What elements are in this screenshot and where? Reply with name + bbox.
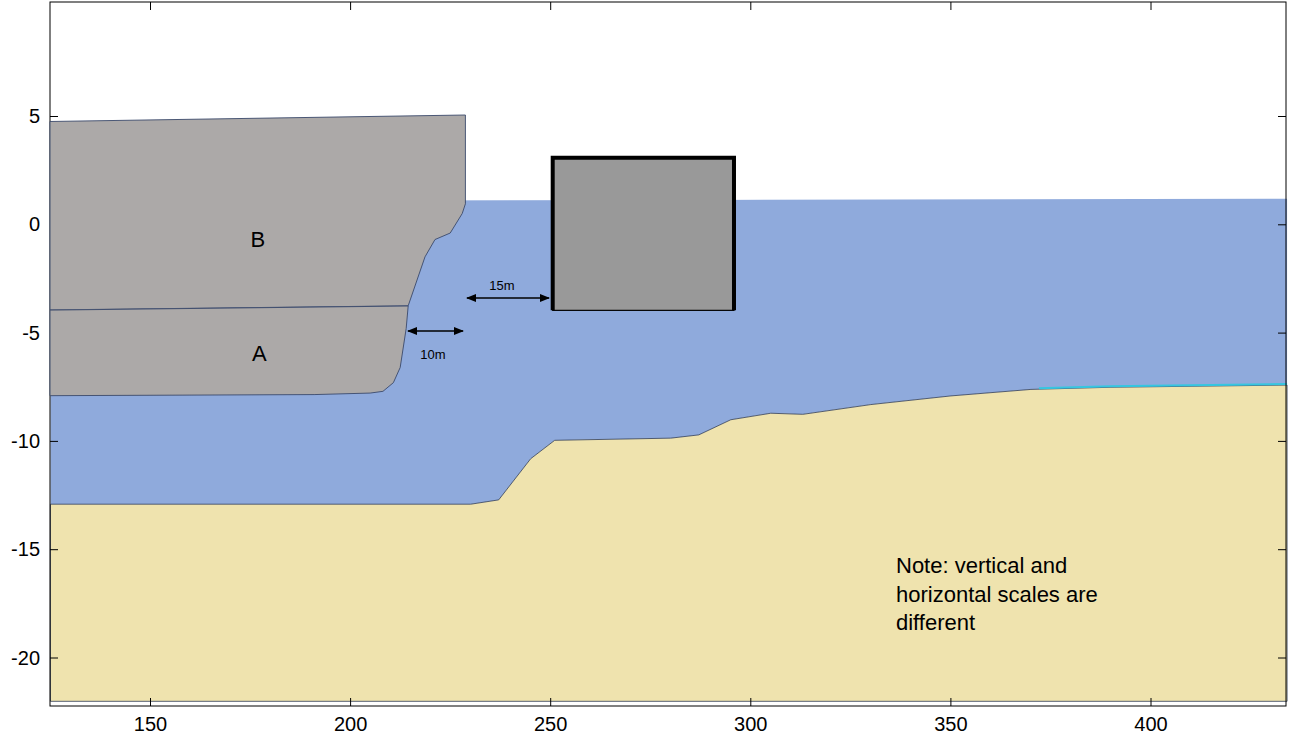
- note-text: Note: vertical and horizontal scales are…: [896, 552, 1151, 638]
- tick-mark: [1278, 441, 1286, 442]
- dimension-arrow: [467, 297, 549, 299]
- axis-tick-label: 400: [1134, 713, 1167, 736]
- axis-tick-label: -20: [11, 647, 40, 670]
- tick-mark: [350, 698, 351, 706]
- tick-mark: [950, 2, 951, 10]
- dimension-arrow: [408, 330, 463, 332]
- seabed-layer: [1039, 384, 1287, 388]
- zone-shape: [50, 306, 408, 396]
- seabed: [50, 385, 1287, 701]
- structure-zone: B: [50, 115, 465, 310]
- tick-mark: [50, 658, 58, 659]
- axis-tick-label: 0: [29, 213, 40, 236]
- axis-tick-label: -10: [11, 430, 40, 453]
- axis-tick-label: 150: [134, 713, 167, 736]
- tick-mark: [550, 2, 551, 10]
- tick-mark: [1151, 698, 1152, 706]
- axis-tick-label: 200: [334, 713, 367, 736]
- axis-tick-label: -15: [11, 538, 40, 561]
- plot-frame: [50, 2, 1286, 706]
- zone-label: B: [250, 227, 265, 253]
- axis-tick-label: 5: [29, 105, 40, 128]
- tick-mark: [950, 698, 951, 706]
- zone-outline: [50, 115, 465, 310]
- caisson: [553, 158, 734, 311]
- tick-mark: [750, 2, 751, 10]
- zone-outline: [50, 306, 408, 396]
- tick-mark: [1278, 224, 1286, 225]
- tick-mark: [150, 2, 151, 10]
- tick-mark: [350, 2, 351, 10]
- dimension-label: 10m: [420, 347, 445, 362]
- tick-mark: [1151, 2, 1152, 10]
- caisson-edge: [553, 158, 734, 311]
- axis-tick-label: 300: [734, 713, 767, 736]
- zone-shape: [50, 115, 465, 310]
- dimension-label: 15m: [489, 278, 514, 293]
- tick-mark: [550, 698, 551, 706]
- tick-mark: [50, 549, 58, 550]
- structure-zone: A: [50, 306, 408, 396]
- tick-mark: [50, 441, 58, 442]
- tick-mark: [1278, 116, 1286, 117]
- tick-mark: [50, 116, 58, 117]
- tick-mark: [1278, 333, 1286, 334]
- axis-tick-label: 250: [534, 713, 567, 736]
- axis-tick-label: 350: [934, 713, 967, 736]
- tick-mark: [1278, 549, 1286, 550]
- tick-mark: [1278, 658, 1286, 659]
- tick-mark: [750, 698, 751, 706]
- tick-mark: [150, 698, 151, 706]
- zone-label: A: [252, 341, 267, 367]
- axis-tick-label: -5: [22, 322, 40, 345]
